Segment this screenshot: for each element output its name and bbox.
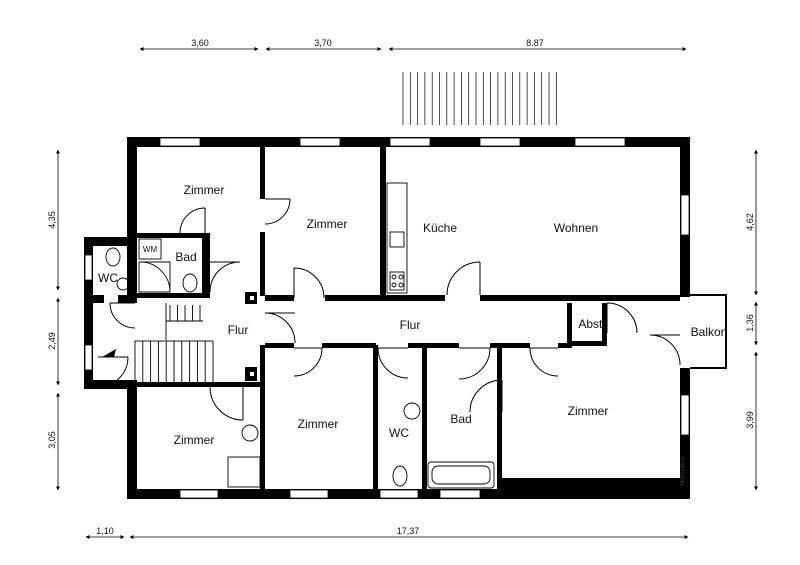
label-zimmer-bottom-right: Zimmer [568,404,609,418]
shower-tray-icon [227,456,261,488]
label-flur-mid: Flur [400,318,421,332]
dim-bottom-2: 17,37 [397,526,420,536]
bathtub-icon [427,461,495,489]
room-labels: Zimmer Zimmer Küche Wohnen WM Bad WC Flu… [98,183,727,447]
label-zimmer-bottom-mid: Zimmer [298,417,339,431]
dim-left-2: 2,49 [47,332,57,350]
dim-top-3: 8.87 [526,38,544,48]
label-wohnen: Wohnen [554,221,598,235]
toilet-icon [182,273,198,293]
dim-left-3: 3,05 [47,431,57,449]
dim-left-1: 4,35 [47,211,57,229]
label-bad-top: Bad [175,250,196,264]
label-bad-bottom: Bad [450,412,471,426]
label-wc-bottom: WC [389,426,409,440]
stair-arrow-icon [102,349,116,357]
basin-icon [403,402,421,420]
label-zimmer-bottom-left: Zimmer [174,433,215,447]
washing-machine-icon [138,238,162,260]
dimension-labels: 3,60 3,70 8.87 4,35 2,49 3,05 4,62 1,36 … [47,38,755,536]
toilet-icon [105,247,121,267]
basin-icon [116,277,130,291]
label-wm: WM [143,245,158,254]
dimension-lines [56,47,758,539]
basin-icon [241,424,259,442]
label-wc-left: WC [98,271,118,285]
label-zimmer-top-left: Zimmer [184,183,225,197]
dim-top-2: 3,70 [314,38,332,48]
dim-top-1: 3,60 [191,38,209,48]
stove-icon [389,271,405,291]
label-abst: Abst. [578,317,605,331]
interior-stairs [102,303,214,384]
sink-icon [389,231,405,248]
dim-right-1: 4,62 [745,213,755,231]
balcony [690,294,727,369]
label-balkon: Balkon [691,325,728,339]
doors [97,198,681,421]
windows [84,137,690,499]
label-flur-left: Flur [228,323,249,337]
dim-right-3: 3,99 [745,411,755,429]
dim-bottom-1: 1,10 [96,526,114,536]
toilet-icon [392,465,408,487]
watermark: McGrundriss [680,456,686,485]
shower-icon [138,261,171,293]
dim-right-2: 1,36 [745,314,755,332]
label-kueche: Küche [423,221,457,235]
label-zimmer-top-mid: Zimmer [307,217,348,231]
exterior-stairs [402,72,557,125]
fixtures [105,182,495,489]
